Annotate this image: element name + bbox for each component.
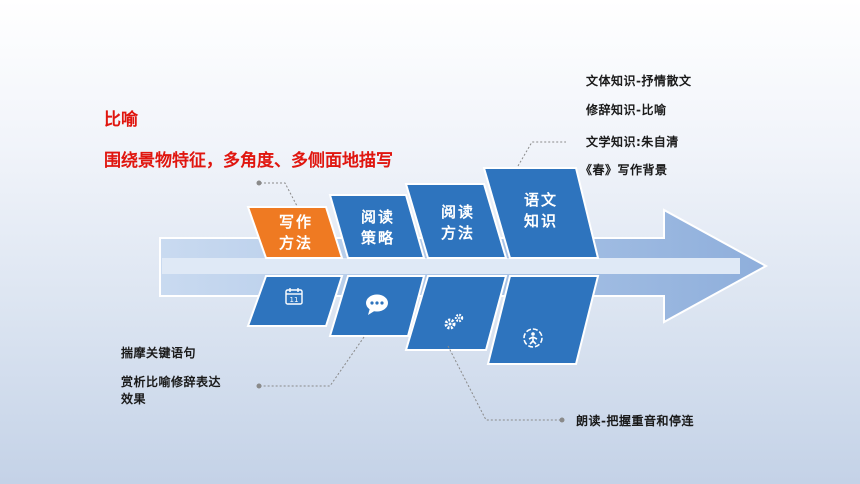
- chat-bubble-icon: [366, 294, 388, 315]
- leader-dot-reading: [559, 417, 565, 423]
- panel-label-line1: 语文: [523, 191, 558, 209]
- panel-bottom-reading-method[interactable]: [404, 275, 508, 351]
- panel-label-line2: 策略: [360, 229, 395, 247]
- panel-top-reading-method[interactable]: [404, 183, 508, 259]
- panel-label-writing-method: 写作 方法: [266, 212, 326, 254]
- panel-label-reading-method: 阅读 方法: [426, 202, 490, 244]
- leader-line-knowledge: [517, 141, 566, 167]
- panel-label-line2: 方法: [440, 224, 475, 242]
- svg-text:11: 11: [290, 296, 299, 304]
- panel-label-line2: 知识: [523, 212, 558, 230]
- heading-title: 比喻: [104, 110, 138, 130]
- panel-top-writing-method[interactable]: [246, 206, 344, 259]
- note-rhetoric-knowledge: 修辞知识-比喻: [586, 103, 667, 117]
- calendar-icon: 11: [285, 288, 303, 305]
- panel-top-chinese-knowledge[interactable]: [482, 167, 600, 259]
- heading-subtitle: 围绕景物特征，多角度、多侧面地描写: [104, 151, 393, 171]
- note-metaphor-analysis-cont: 效果: [121, 392, 147, 406]
- leader-line-writing: [260, 182, 298, 207]
- note-writing-background: 《春》写作背景: [580, 163, 668, 177]
- person-target-icon: [523, 328, 543, 348]
- note-literary-knowledge: 文学知识:朱自清: [586, 135, 679, 149]
- panel-label-reading-strategy: 阅读 策略: [347, 207, 409, 249]
- panel-label-line1: 阅读: [440, 203, 475, 221]
- panel-bottom-writing-method[interactable]: [246, 275, 344, 327]
- note-reading-aloud: 朗读-把握重音和停连: [576, 414, 694, 428]
- panel-label-chinese-knowledge: 语文 知识: [508, 190, 574, 232]
- leader-line-reading: [447, 345, 560, 421]
- gears-icon: [444, 313, 464, 330]
- panel-label-line1: 写作: [278, 213, 313, 231]
- panel-label-line2: 方法: [278, 234, 313, 252]
- note-key-sentences: 揣摩关键语句: [121, 346, 197, 360]
- leader-dot-writing: [256, 180, 262, 186]
- arrow-spine: [162, 258, 740, 274]
- panel-label-line1: 阅读: [360, 208, 395, 226]
- leader-dot-strategy: [256, 383, 262, 389]
- panel-top-reading-strategy[interactable]: [328, 194, 426, 259]
- leader-line-strategy: [260, 336, 365, 387]
- note-metaphor-analysis: 赏析比喻修辞表达: [121, 375, 222, 389]
- panel-bottom-chinese-knowledge[interactable]: [486, 275, 600, 365]
- note-genre-knowledge: 文体知识-抒情散文: [586, 74, 692, 88]
